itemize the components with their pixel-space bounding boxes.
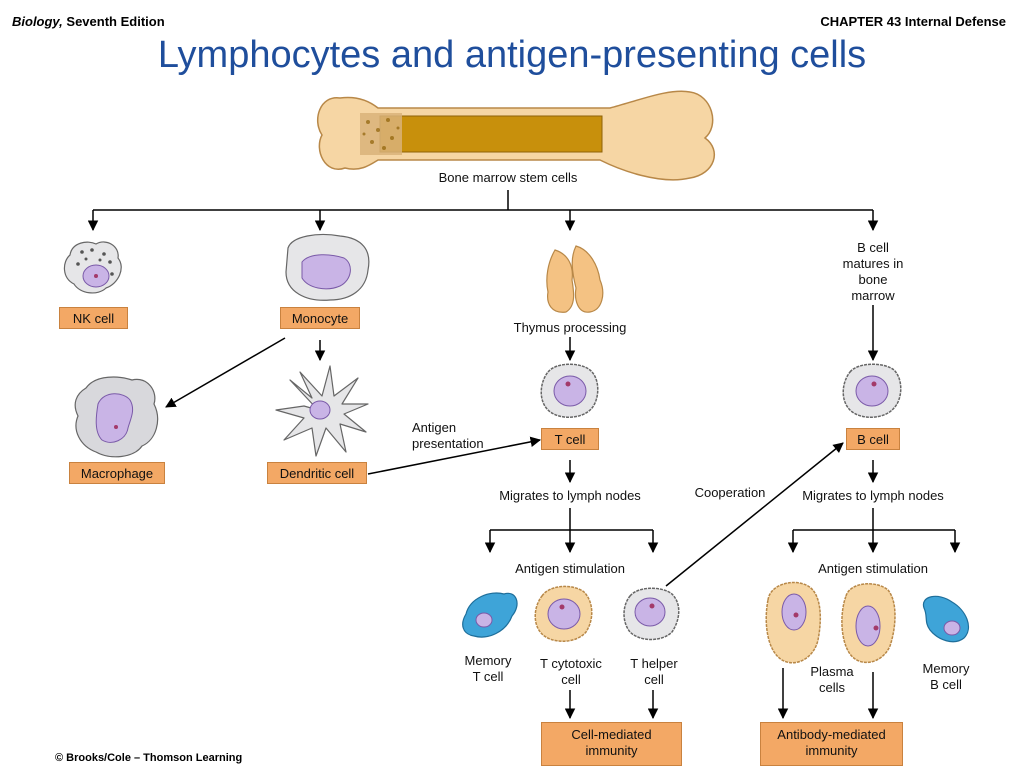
t-cytotoxic-cell-illustration <box>534 585 593 642</box>
label-migrates-lymph-b: Migrates to lymph nodes <box>802 488 944 503</box>
box-monocyte: Monocyte <box>280 307 360 329</box>
box-cell-mediated-immunity: Cell-mediated immunity <box>541 722 682 766</box>
label-t-helper-cell: T helper cell <box>630 656 678 687</box>
label-antigen-stimulation-t: Antigen stimulation <box>515 561 625 576</box>
thymus-illustration <box>546 245 604 313</box>
monocyte-illustration <box>285 233 370 301</box>
box-dendritic-cell: Dendritic cell <box>267 462 367 484</box>
dendritic-cell-illustration <box>275 365 369 457</box>
label-migrates-lymph-t: Migrates to lymph nodes <box>499 488 641 503</box>
copyright-footer: © Brooks/Cole – Thomson Learning <box>55 752 243 764</box>
label-bone-marrow-stem-cells: Bone marrow stem cells <box>438 170 578 185</box>
top-distribution-arrows <box>87 190 879 232</box>
t-helper-cell-illustration <box>623 587 680 641</box>
bone-illustration <box>317 90 715 181</box>
label-thymus-processing: Thymus processing <box>513 320 627 335</box>
book-header: Biology, Seventh Edition <box>12 14 165 29</box>
nk-cell-illustration <box>63 241 122 294</box>
plasma-cell-2-illustration <box>841 583 896 664</box>
t-cell-illustration <box>540 363 599 418</box>
macrophage-illustration <box>74 376 159 458</box>
memory-t-cell-illustration <box>462 592 518 638</box>
box-macrophage: Macrophage <box>69 462 165 484</box>
plasma-cell-1-illustration <box>765 581 822 664</box>
chapter-header: CHAPTER 43 Internal Defense <box>820 14 1006 29</box>
box-nk-cell: NK cell <box>59 307 128 329</box>
label-cooperation: Cooperation <box>694 485 766 500</box>
label-memory-b-cell: Memory B cell <box>922 661 970 692</box>
label-t-cytotoxic-cell: T cytotoxic cell <box>540 656 602 687</box>
b-cell-illustration <box>842 363 902 418</box>
label-antigen-stimulation-b: Antigen stimulation <box>818 561 928 576</box>
flow-arrows <box>165 305 961 720</box>
label-b-cell-matures: B cell matures in bone marrow <box>842 240 904 303</box>
label-memory-t-cell: Memory T cell <box>464 653 512 684</box>
slide-title: Lymphocytes and antigen-presenting cells <box>157 34 867 76</box>
label-antigen-presentation: Antigen presentation <box>412 420 484 451</box>
memory-b-cell-illustration <box>922 595 969 643</box>
box-b-cell: B cell <box>846 428 900 450</box>
label-plasma-cells: Plasma cells <box>810 664 854 695</box>
box-antibody-mediated-immunity: Antibody-mediated immunity <box>760 722 903 766</box>
box-t-cell: T cell <box>541 428 599 450</box>
